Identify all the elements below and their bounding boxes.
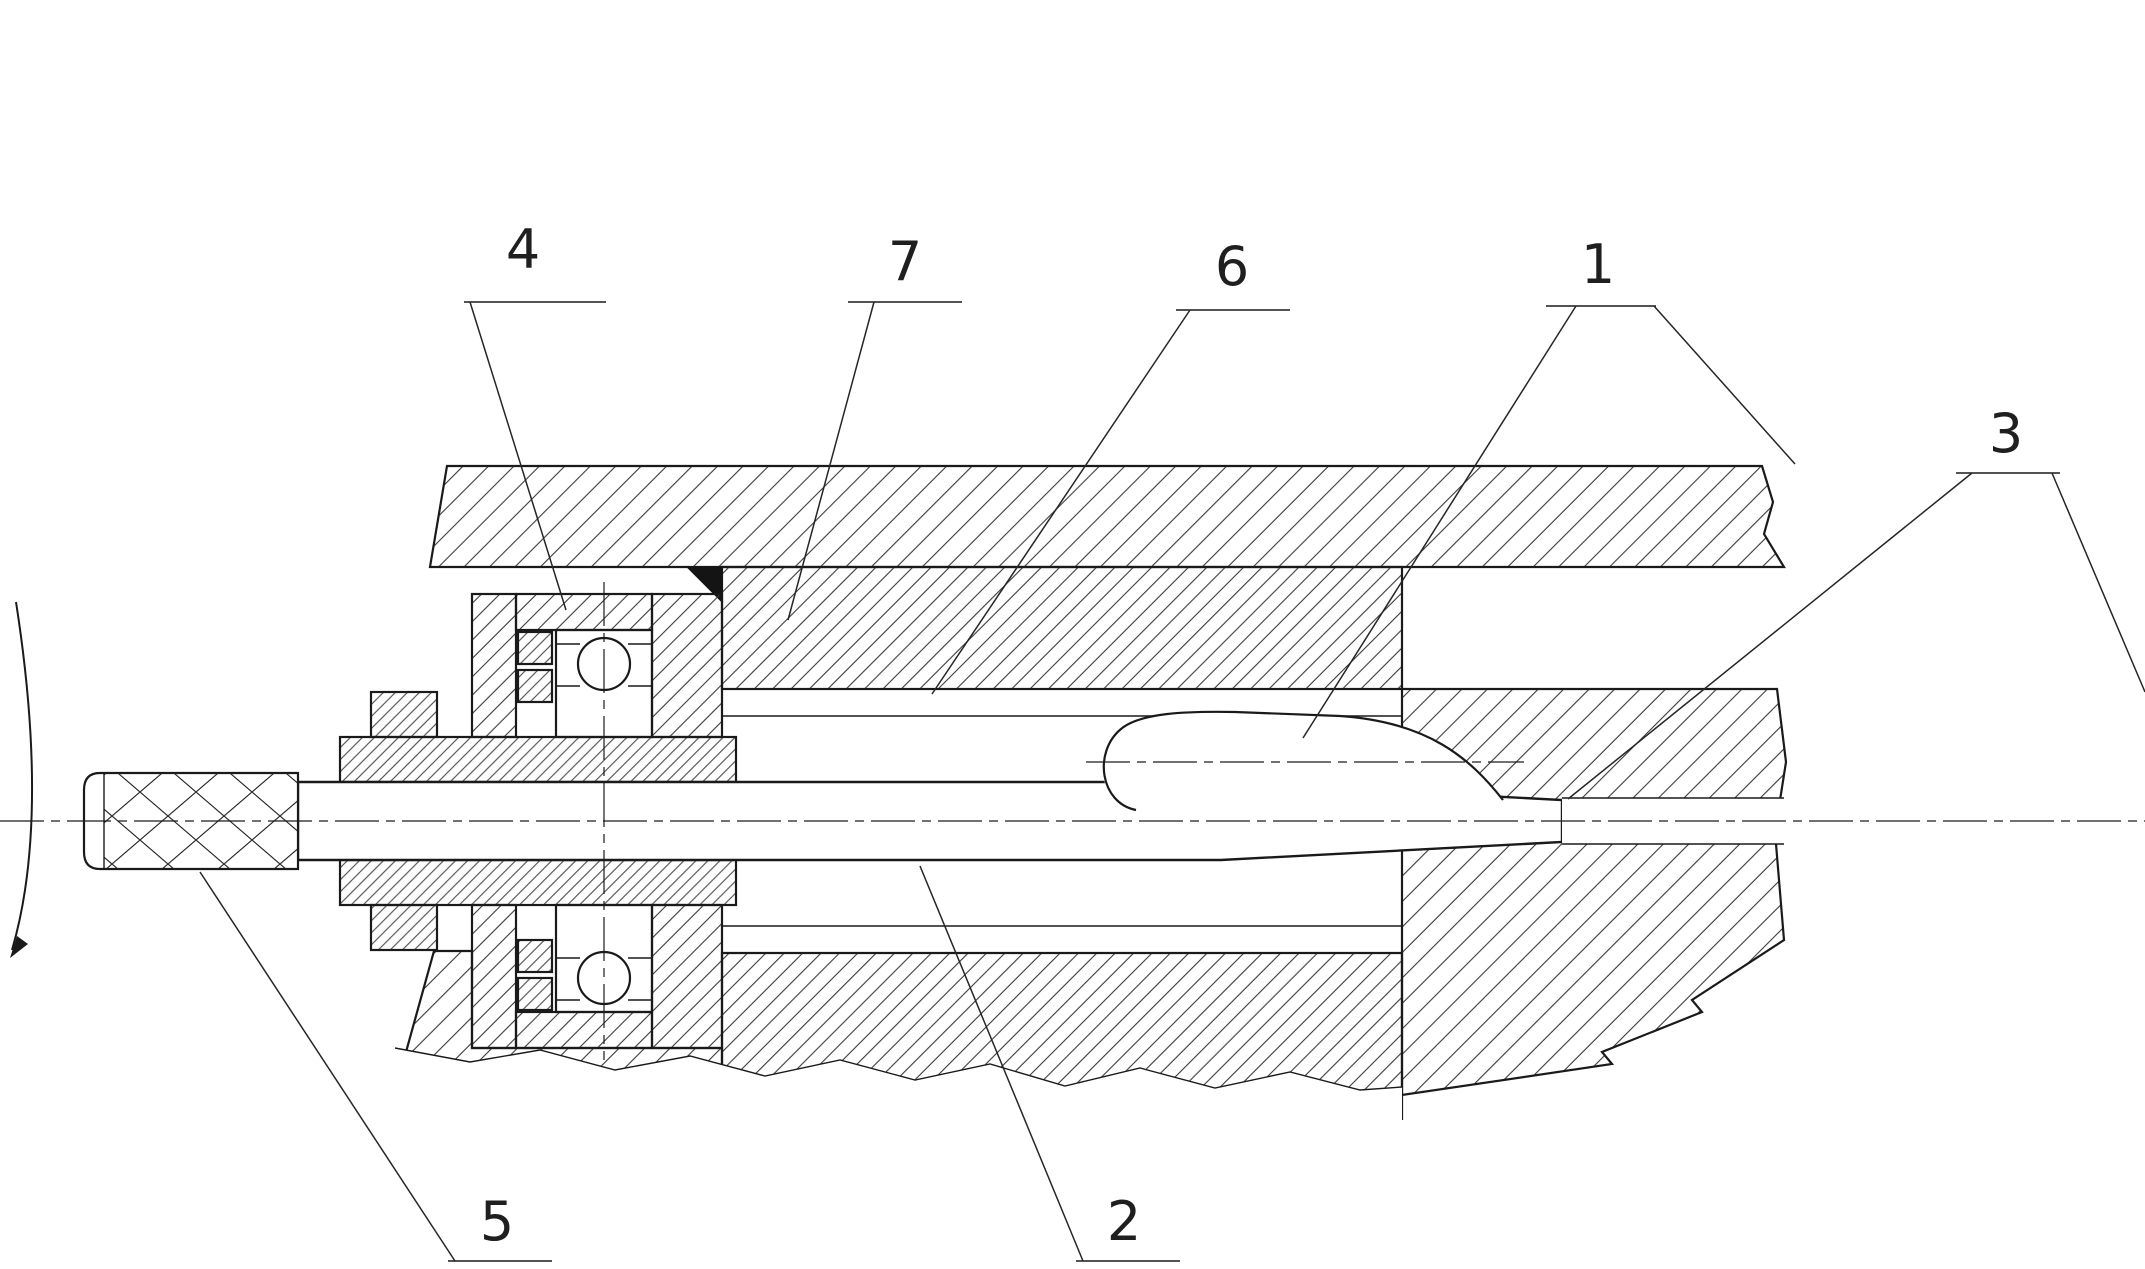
callout-6-leader <box>931 309 1191 695</box>
bracket-right-wall-lower <box>650 903 724 1050</box>
callout-5-leader <box>199 871 456 1262</box>
bracket-left-wall <box>470 592 518 739</box>
callout-4-leader <box>469 301 567 611</box>
callout-6: 6 <box>931 235 1290 695</box>
callout-4: 4 <box>464 218 606 611</box>
locknut-upper-1 <box>516 630 554 666</box>
bracket-right-wall <box>650 592 724 739</box>
bearing-locknuts <box>516 630 554 1012</box>
spindle-sleeve-part7 <box>685 565 1404 691</box>
knob-outline <box>82 771 300 871</box>
locknut-lower-1 <box>516 938 554 974</box>
bearing-bracket-upper <box>470 592 724 739</box>
upper-housing-bar <box>428 464 1786 569</box>
bore-beyond-tip-lines <box>1562 797 1784 845</box>
bracket-cap <box>514 592 654 632</box>
break-line <box>394 1047 1403 1091</box>
callouts: 4 7 6 1 3 5 2 <box>199 218 2145 1262</box>
callout-3-label: 3 <box>1989 402 2023 465</box>
race-lines-upper <box>556 643 652 687</box>
clamp-block-lower <box>369 903 439 952</box>
sleeve-body <box>720 565 1404 691</box>
callout-7-label: 7 <box>888 230 922 293</box>
callout-1-leader <box>1302 305 1796 739</box>
callout-3-leader <box>1567 472 2145 800</box>
collar-upper-band <box>338 735 738 784</box>
lobe-outline <box>1102 710 1504 812</box>
callout-2-leader <box>919 865 1084 1262</box>
bracket-left-wall-lower <box>470 903 518 1050</box>
callout-4-label: 4 <box>506 218 540 281</box>
bracket-cap-lower <box>514 1010 654 1050</box>
spindle-collar <box>338 690 738 952</box>
locknut-upper-2 <box>516 668 554 704</box>
bearing-bracket-lower <box>470 903 724 1050</box>
centerlines <box>0 582 2145 1060</box>
rotation-arrowhead-icon <box>10 936 28 958</box>
collar-lower-band <box>338 858 738 907</box>
rotation-arc <box>11 601 34 951</box>
rotation-arrow <box>10 601 34 958</box>
locknut-lower-2 <box>516 976 554 1012</box>
callout-5-label: 5 <box>480 1190 514 1253</box>
callout-6-label: 6 <box>1215 235 1249 298</box>
bore-beyond-tip <box>1562 798 1784 844</box>
callout-5: 5 <box>199 871 552 1262</box>
callout-3: 3 <box>1567 402 2145 800</box>
callout-7-leader <box>787 301 875 621</box>
callout-1: 1 <box>1302 233 1796 739</box>
break-mask <box>395 1048 1402 1269</box>
right-housing-block <box>1400 687 1788 1097</box>
race-lines-lower <box>556 957 652 1001</box>
callout-2: 2 <box>919 865 1180 1262</box>
callout-1-label: 1 <box>1581 233 1615 296</box>
clamp-block-upper <box>369 690 439 739</box>
callout-7: 7 <box>787 230 962 621</box>
upper-housing-wall <box>428 464 1786 569</box>
callout-2-label: 2 <box>1107 1190 1141 1253</box>
right-housing <box>1400 687 1788 1097</box>
